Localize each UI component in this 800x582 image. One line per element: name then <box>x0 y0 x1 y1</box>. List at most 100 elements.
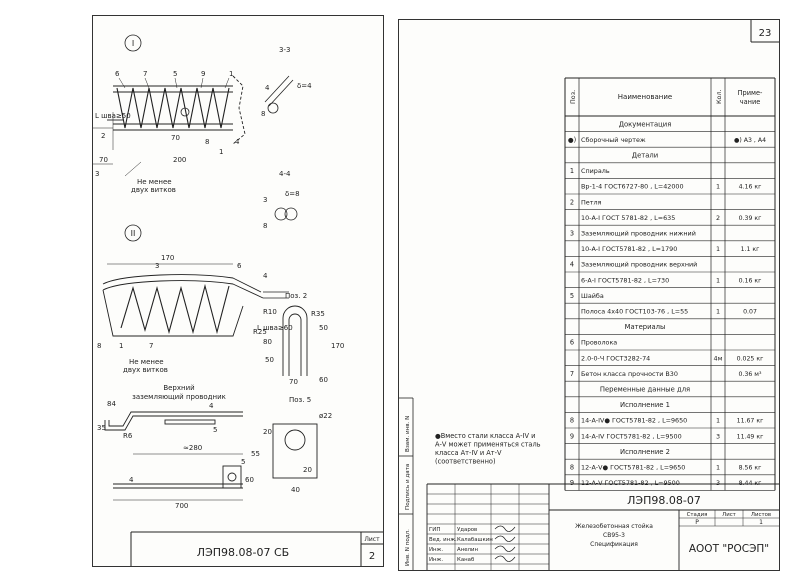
side-label-inv-no: Инв. N подл. <box>405 529 411 566</box>
title-block-frame <box>426 483 779 570</box>
view1-section-mark-3: 3 <box>95 170 99 178</box>
person-role: Вед. инж. <box>429 537 457 543</box>
section-44-drawing <box>274 207 298 221</box>
view2-r10: R10 <box>263 308 277 316</box>
spec-row: Материалы <box>565 323 775 335</box>
spec-cell-qty: 1 <box>716 308 720 316</box>
spec-cell-name: 10-А-I ГОСТ5781-82 , L=1790 <box>581 245 677 253</box>
view2-caption-line2: заземляющий проводник <box>132 393 226 401</box>
signature-scribble <box>494 555 516 562</box>
plate-d60: 60 <box>245 476 254 484</box>
poz-5-label: Поз. 5 <box>289 396 311 404</box>
view2-note-line1: Не менее <box>129 358 164 366</box>
view1-callout-9: 9 <box>201 70 205 78</box>
view1-dim-70b: 70 <box>171 134 180 142</box>
spec-cell-qty: 3 <box>716 479 720 487</box>
title-block-title-line2: СВ95-3 <box>603 532 625 539</box>
spec-cell-name: 2.0-0-Ч ГОСТ3282-74 <box>581 354 650 362</box>
section-44-callout-3: 3 <box>263 196 267 204</box>
spec-section-heading: Исполнение 1 <box>620 401 670 409</box>
spec-cell-qty: 1 <box>716 245 720 253</box>
strip-d84: 84 <box>107 400 116 408</box>
view-1-marker <box>124 34 142 52</box>
spec-cell-qty: 4м <box>714 354 723 362</box>
section-44-dim: δ=8 <box>285 190 300 198</box>
spec-row: ●)Сборочный чертеж●) А3 , А4 <box>565 136 775 148</box>
spec-cell-name: Сборочный чертеж <box>581 136 646 144</box>
spec-cell-poz: 9 <box>570 479 574 487</box>
title-block-sheets: 1 <box>759 519 763 526</box>
title-block-stage: Р <box>695 519 699 526</box>
view1-callout-4: 4 <box>235 138 240 146</box>
view1-note-line2: двух витков <box>131 186 176 194</box>
section-33-callout-8: 8 <box>261 110 265 118</box>
left-stamp-list-number: 2 <box>369 551 375 562</box>
title-block-title-line1: Железобетонная стойка <box>575 523 653 530</box>
plate-callout-5: 5 <box>241 458 245 466</box>
poz-2-r25: R25 <box>253 328 267 336</box>
assembly-drawing-sheet: I 6 7 5 9 1 2 8 4 L шва≥50 70 1 70 200 3… <box>92 15 384 567</box>
poz-2-d50: 50 <box>319 324 328 332</box>
view-2-ground-conductor <box>102 274 289 337</box>
spec-cell-poz: 9 <box>570 432 574 440</box>
strip-callout-5: 5 <box>213 426 217 434</box>
spec-cell-note: 1.1 кг <box>741 246 760 253</box>
spec-cell-note: 0.16 кг <box>739 277 762 284</box>
spec-cell-qty: 1 <box>716 183 720 191</box>
section-33-label: 3-3 <box>279 46 290 54</box>
title-block-person: Инж.Канаб <box>429 555 516 563</box>
spec-section-heading: Переменные данные для <box>600 386 690 394</box>
view1-callout-5: 5 <box>173 70 177 78</box>
left-stamp-frame <box>130 531 383 566</box>
view2-caption-line1: Верхний <box>163 384 194 392</box>
header-poz: Поз. <box>569 90 577 104</box>
view-2-marker <box>124 224 142 242</box>
spec-section-heading: Документация <box>619 120 672 128</box>
side-label-signature-date: Подпись и дата <box>405 464 411 510</box>
view2-mark-4: 4 <box>263 272 268 280</box>
poz-2-label: Поз. 2 <box>285 292 307 300</box>
left-stamp-code: ЛЭП98.08-07 СБ <box>197 546 289 559</box>
spec-cell-qty: 3 <box>716 432 720 440</box>
spec-cell-poz: 3 <box>570 230 574 238</box>
spec-row: Исполнение 2 <box>565 448 775 460</box>
spec-cell-poz: 7 <box>570 370 574 378</box>
poz-5-washer <box>272 423 318 479</box>
spec-cell-name: 12-А-V● ГОСТ5781-82 , L=9650 <box>581 464 685 472</box>
view1-callout-6: 6 <box>115 70 120 78</box>
spec-cell-note: 0.36 м³ <box>739 371 762 378</box>
view1-dim-1: 1 <box>219 148 223 156</box>
spec-cell-note: 0.39 кг <box>739 215 762 222</box>
view2-note-line2: двух витков <box>123 366 168 374</box>
poz-5-d40: 40 <box>291 486 300 494</box>
poz-2-r35: R35 <box>311 310 325 318</box>
poz-2-d170: 170 <box>331 342 344 350</box>
title-block-stage-label: Стадия <box>687 512 708 518</box>
view2-dim-170: 170 <box>161 254 174 262</box>
title-block-person: Вед. инж.Калабашкин <box>429 535 516 543</box>
person-name: Анелин <box>457 547 478 553</box>
person-role: Инж. <box>429 547 443 553</box>
person-role: Инж. <box>429 557 443 563</box>
strip-r6: R6 <box>123 432 133 440</box>
spec-cell-name: Заземляющий проводник верхний <box>581 261 697 269</box>
view-1-number: I <box>132 39 134 48</box>
plate-d280: ≈280 <box>183 444 202 452</box>
strip-drawing <box>104 411 243 431</box>
plate-d700: 700 <box>175 502 188 510</box>
spec-cell-note: 4.16 кг <box>739 184 762 191</box>
spec-cell-note: 0.07 <box>743 309 757 316</box>
title-block-sheets-label: Листов <box>751 512 771 518</box>
poz-2-d70: 70 <box>289 378 298 386</box>
view2-callout-7: 7 <box>149 342 153 350</box>
